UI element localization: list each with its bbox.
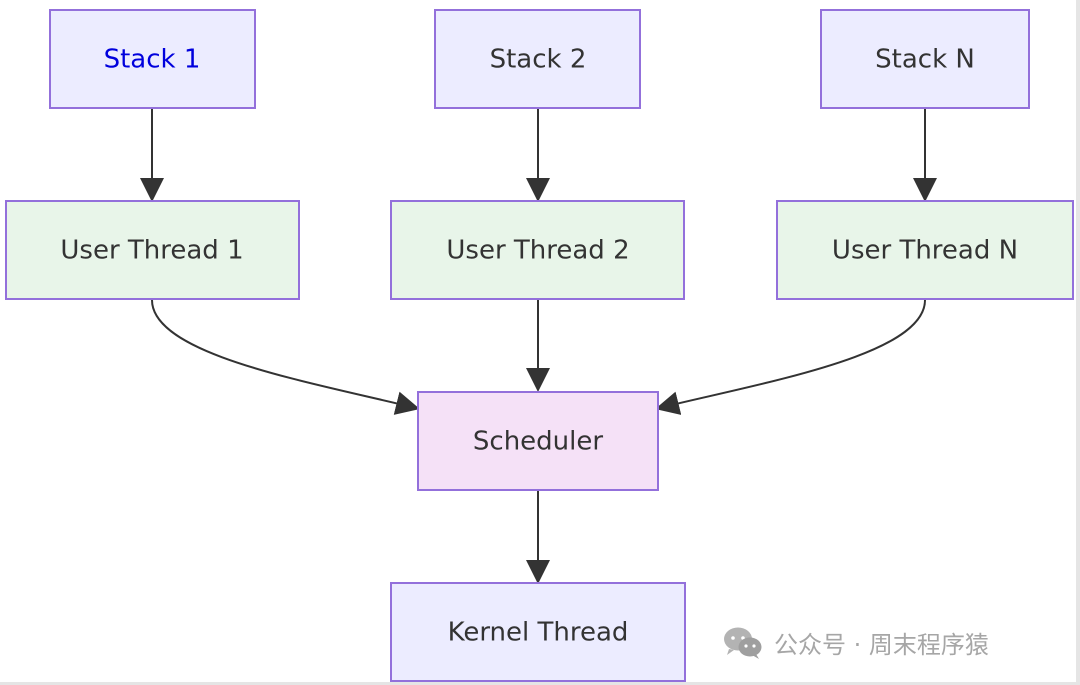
- right-border: [1076, 0, 1080, 685]
- node-kernel-thread-label: Kernel Thread: [448, 618, 629, 648]
- watermark-text: 公众号 · 周末程序猿: [774, 630, 989, 659]
- node-user-thread-1[interactable]: User Thread 1: [5, 200, 300, 300]
- edge-user-thread-n-to-scheduler: [655, 299, 926, 415]
- node-stack-1-label: Stack 1: [104, 45, 201, 75]
- node-user-thread-n[interactable]: User Thread N: [776, 200, 1074, 300]
- node-stack-2[interactable]: Stack 2: [434, 9, 641, 109]
- node-user-thread-n-label: User Thread N: [832, 236, 1018, 266]
- node-kernel-thread[interactable]: Kernel Thread: [390, 582, 686, 682]
- node-user-thread-2[interactable]: User Thread 2: [390, 200, 685, 300]
- node-stack-n[interactable]: Stack N: [820, 9, 1030, 109]
- node-stack-1[interactable]: Stack 1: [49, 9, 256, 109]
- bottom-border: [0, 682, 1080, 685]
- node-scheduler[interactable]: Scheduler: [417, 391, 659, 491]
- watermark: 公众号 · 周末程序猿: [722, 622, 989, 662]
- node-scheduler-label: Scheduler: [473, 427, 603, 457]
- nodes: Stack 1 Stack 2 Stack N User Thread 1 Us…: [5, 9, 1074, 682]
- node-user-thread-1-label: User Thread 1: [60, 236, 243, 266]
- node-user-thread-2-label: User Thread 2: [446, 236, 629, 266]
- wechat-icon: [724, 627, 762, 659]
- edge-user-thread-1-to-scheduler: [151, 299, 420, 415]
- edges: [140, 109, 937, 584]
- node-stack-2-label: Stack 2: [490, 45, 587, 75]
- node-stack-n-label: Stack N: [875, 45, 975, 75]
